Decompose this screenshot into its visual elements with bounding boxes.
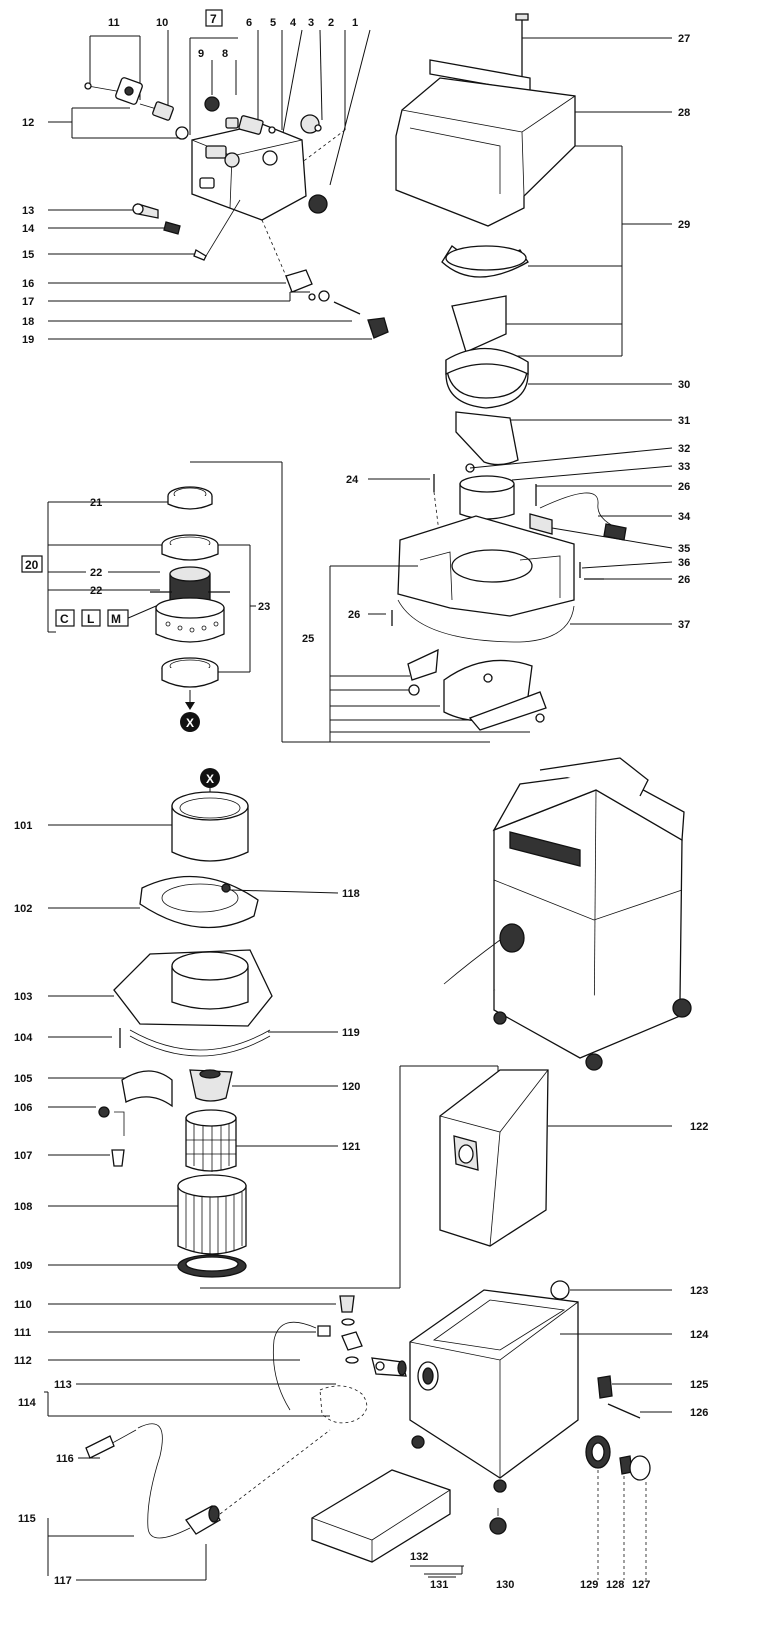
callout-27: 27 bbox=[678, 33, 690, 45]
callout-32: 32 bbox=[678, 443, 690, 455]
callout-130: 130 bbox=[496, 1579, 514, 1591]
assembled-vacuum bbox=[443, 757, 692, 1071]
callout-113: 113 bbox=[54, 1379, 72, 1391]
callout-126: 126 bbox=[690, 1407, 708, 1419]
callout-111: 111 bbox=[14, 1327, 31, 1339]
callout-11: 11 bbox=[108, 17, 120, 29]
callout-36: 36 bbox=[678, 557, 690, 569]
callout-34: 34 bbox=[678, 511, 691, 523]
callout-125: 125 bbox=[690, 1379, 708, 1391]
callout-18: 18 bbox=[22, 316, 34, 328]
callout-20-box bbox=[21, 555, 43, 573]
callout-124: 124 bbox=[690, 1329, 709, 1341]
callout-2: 2 bbox=[328, 17, 334, 29]
callout-9: 9 bbox=[198, 48, 204, 60]
callout-16: 16 bbox=[22, 278, 34, 290]
vent-pattern bbox=[165, 621, 219, 633]
callout-7: 7 bbox=[210, 12, 217, 26]
hose-assembly bbox=[44, 1295, 407, 1581]
callout-5: 5 bbox=[270, 17, 276, 29]
callout-24: 24 bbox=[346, 474, 359, 486]
callout-labels: 11 10 7 9 8 6 5 4 3 2 1 12 13 14 15 16 1… bbox=[14, 9, 709, 1591]
callout-8: 8 bbox=[222, 48, 228, 60]
filter-pleats bbox=[185, 1192, 243, 1255]
callout-37: 37 bbox=[678, 619, 690, 631]
callout-101: 101 bbox=[14, 820, 32, 832]
motor-stack-assembly bbox=[47, 461, 330, 743]
variant-l-box bbox=[81, 609, 101, 627]
callout-123: 123 bbox=[690, 1285, 708, 1297]
callout-21: 21 bbox=[90, 497, 102, 509]
callout-112: 112 bbox=[14, 1355, 32, 1367]
variant-m: M bbox=[111, 612, 121, 626]
container-assembly bbox=[311, 1069, 672, 1580]
callout-121: 121 bbox=[342, 1141, 360, 1153]
callout-108: 108 bbox=[14, 1201, 32, 1213]
callout-115: 115 bbox=[18, 1513, 36, 1525]
variant-c: C bbox=[60, 612, 69, 626]
callout-7-box bbox=[205, 9, 223, 27]
callout-104: 104 bbox=[14, 1032, 33, 1044]
callout-128: 128 bbox=[606, 1579, 624, 1591]
callout-22-a: 22 bbox=[90, 567, 102, 579]
callout-119: 119 bbox=[342, 1027, 360, 1039]
callout-35: 35 bbox=[678, 543, 690, 555]
callout-1: 1 bbox=[352, 17, 358, 29]
callout-10: 10 bbox=[156, 17, 168, 29]
callout-26-b: 26 bbox=[678, 574, 690, 586]
callout-20: 20 bbox=[25, 558, 39, 572]
callout-12: 12 bbox=[22, 117, 34, 129]
callout-31: 31 bbox=[678, 415, 690, 427]
callout-109: 109 bbox=[14, 1260, 32, 1272]
callout-19: 19 bbox=[22, 334, 34, 346]
callout-105: 105 bbox=[14, 1073, 32, 1085]
callout-132: 132 bbox=[410, 1551, 428, 1563]
callout-29: 29 bbox=[678, 219, 690, 231]
callout-118: 118 bbox=[342, 888, 360, 900]
callout-28: 28 bbox=[678, 107, 690, 119]
callout-22-b: 22 bbox=[90, 585, 102, 597]
callout-23: 23 bbox=[258, 601, 270, 613]
reference-x-label-lower: X bbox=[206, 772, 214, 786]
callout-114: 114 bbox=[18, 1397, 37, 1409]
callout-25: 25 bbox=[302, 633, 314, 645]
callout-13: 13 bbox=[22, 205, 34, 217]
callout-127: 127 bbox=[632, 1579, 650, 1591]
callout-116: 116 bbox=[56, 1453, 74, 1465]
callout-6: 6 bbox=[246, 17, 252, 29]
callout-120: 120 bbox=[342, 1081, 360, 1093]
cage-grid bbox=[186, 1124, 236, 1172]
callout-3: 3 bbox=[308, 17, 314, 29]
variant-l: L bbox=[87, 612, 94, 626]
reference-x-marker-lower bbox=[200, 768, 220, 788]
motor-head-assembly bbox=[329, 13, 673, 743]
callout-131: 131 bbox=[430, 1579, 448, 1591]
variant-c-box bbox=[55, 609, 75, 627]
callout-106: 106 bbox=[14, 1102, 32, 1114]
variant-m-box bbox=[107, 609, 129, 627]
callout-15: 15 bbox=[22, 249, 34, 261]
callout-4: 4 bbox=[290, 17, 297, 29]
callout-26-c: 26 bbox=[348, 609, 360, 621]
callout-103: 103 bbox=[14, 991, 32, 1003]
reference-x-marker bbox=[180, 712, 200, 732]
control-panel-assembly bbox=[48, 29, 389, 340]
callout-17: 17 bbox=[22, 296, 34, 308]
callout-102: 102 bbox=[14, 903, 32, 915]
callout-129: 129 bbox=[580, 1579, 598, 1591]
callout-26-a: 26 bbox=[678, 481, 690, 493]
callout-117: 117 bbox=[54, 1575, 72, 1587]
callout-33: 33 bbox=[678, 461, 690, 473]
callout-110: 110 bbox=[14, 1299, 32, 1311]
filter-stack-assembly bbox=[48, 768, 499, 1289]
reference-x-label: X bbox=[186, 716, 194, 730]
callout-30: 30 bbox=[678, 379, 690, 391]
callout-122: 122 bbox=[690, 1121, 708, 1133]
callout-14: 14 bbox=[22, 223, 35, 235]
callout-107: 107 bbox=[14, 1150, 32, 1162]
